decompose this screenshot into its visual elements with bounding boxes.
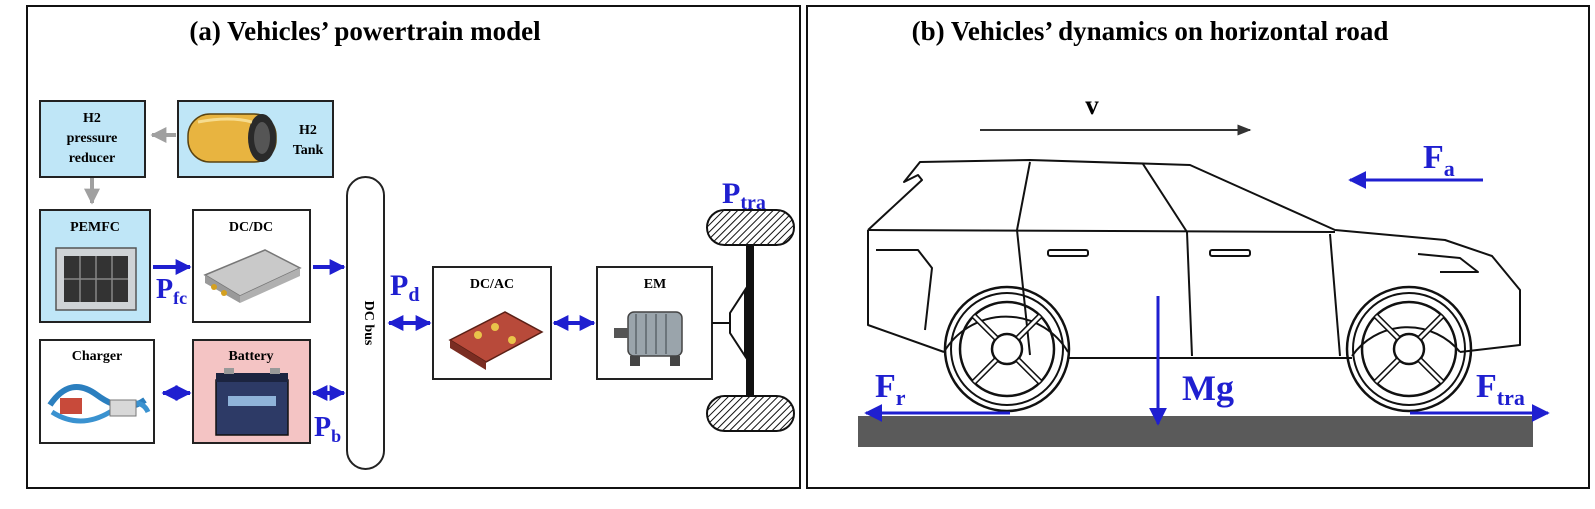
dcac-label: DC/AC — [470, 277, 514, 292]
h2-reducer-label-3: reducer — [69, 151, 115, 166]
panel-b: (b) Vehicles’ dynamics on horizontal roa… — [806, 5, 1590, 489]
h2-reducer-label-2: pressure — [67, 131, 118, 146]
panel-a-frame — [26, 5, 801, 489]
f-tra-label: Ftra — [1476, 368, 1525, 410]
inverter-icon — [448, 311, 544, 370]
charger-label: Charger — [72, 349, 123, 364]
dcdc-box: DC/DC — [192, 209, 311, 323]
road — [858, 416, 1533, 447]
dcac-box: DC/AC — [432, 266, 552, 380]
mg-label: Mg — [1182, 368, 1234, 408]
charging-cable-icon — [47, 384, 151, 424]
f-a-label: Fa — [1423, 139, 1455, 181]
battery-label: Battery — [228, 349, 273, 364]
h2-reducer-label-1: H2 — [83, 111, 101, 126]
dcdc-label: DC/DC — [229, 220, 273, 235]
velocity-label: v — [1085, 90, 1099, 120]
p-d-label: Pd — [390, 269, 419, 306]
panel-b-title: (b) Vehicles’ dynamics on horizontal roa… — [912, 16, 1389, 46]
battery-icon — [215, 368, 289, 436]
em-box: EM — [596, 266, 713, 380]
car-icon — [867, 159, 1521, 359]
rear-wheel-icon — [1345, 285, 1473, 413]
gearbox-icon — [729, 286, 746, 360]
em-label: EM — [644, 277, 667, 292]
electric-motor-icon — [614, 311, 683, 366]
h2-tank-label-1: H2 — [299, 123, 317, 138]
panel-a-title: (a) Vehicles’ powertrain model — [189, 16, 541, 46]
f-r-label: Fr — [875, 368, 906, 410]
h2-cylinder-icon — [187, 113, 277, 163]
dc-bus: DC bus — [346, 176, 385, 470]
front-wheel-icon — [943, 285, 1071, 413]
drivetrain-axle — [706, 209, 795, 432]
converter-icon — [203, 249, 302, 303]
pemfc-label: PEMFC — [70, 220, 120, 235]
h2-tank-box: H2 Tank — [177, 100, 334, 178]
pemfc-box: PEMFC — [39, 209, 151, 323]
panel-b-frame — [806, 5, 1590, 489]
dc-bus-label: DC bus — [361, 301, 376, 346]
h2-tank-label-2: Tank — [293, 143, 324, 158]
wheel-bottom-icon — [706, 395, 795, 432]
charger-box: Charger — [39, 339, 155, 444]
p-tra-label: Ptra — [722, 177, 766, 214]
battery-box: Battery — [192, 339, 311, 444]
panel-a: (a) Vehicles’ powertrain model H2 pressu… — [26, 5, 801, 489]
p-fc-label: Pfc — [156, 274, 187, 308]
h2-pressure-reducer-box: H2 pressure reducer — [39, 100, 146, 178]
p-b-label: Pb — [314, 412, 341, 446]
fuel-cell-stack-icon — [55, 247, 137, 311]
wheel-top-icon — [706, 209, 795, 246]
